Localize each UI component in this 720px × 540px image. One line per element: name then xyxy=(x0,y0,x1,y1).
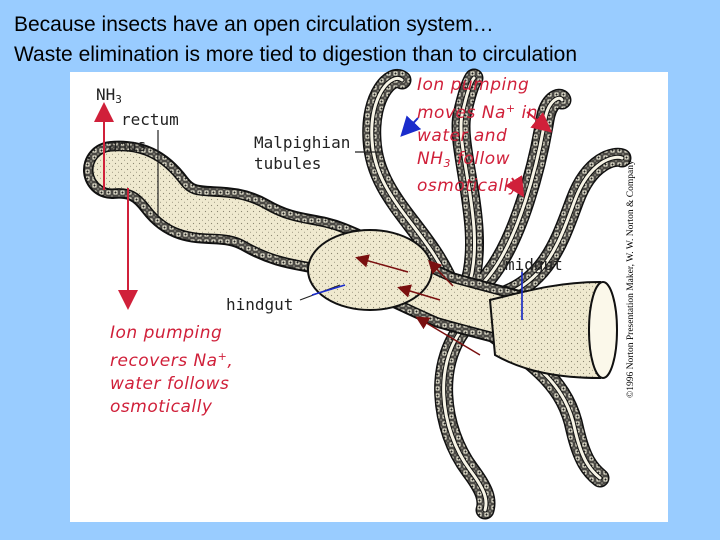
anus-label: anus xyxy=(108,136,147,155)
annotation-top-line-3: water and xyxy=(417,126,508,146)
annotation-bottom-line-3: water follows xyxy=(110,374,230,394)
annotation-top-line-5: osmotically xyxy=(417,176,520,196)
annotation-bottom-line-4: osmotically xyxy=(110,397,213,417)
title-line-1: Because insects have an open circulation… xyxy=(14,13,494,36)
rectum-label: rectum xyxy=(121,110,179,129)
slide-title: Because insects have an open circulation… xyxy=(14,10,714,70)
flow-arrows xyxy=(355,254,481,356)
copyright-notice: ©1996 Norton Presentation Maker, W. W. N… xyxy=(626,160,636,398)
hindgut-label: hindgut xyxy=(226,295,294,314)
blue-leaders xyxy=(311,272,523,320)
speck xyxy=(87,156,91,160)
blue-arrow xyxy=(400,115,422,137)
annotation-bottom-line-2: recovers Na+, xyxy=(110,350,234,371)
midgut-label: midgut xyxy=(505,255,563,274)
annotation-top-line-1: Ion pumping xyxy=(417,75,530,95)
annotation-top-line-4: NH3 follow xyxy=(417,149,511,170)
title-line-2: Waste elimination is more tied to digest… xyxy=(14,43,578,66)
annotation-ion-pumping-in: Ion pumping moves Na+ in, water and NH3 … xyxy=(417,74,544,198)
hindgut-tube xyxy=(83,140,589,359)
annotation-top-line-2: moves Na+ in, xyxy=(417,102,544,123)
annotation-ion-pumping-recovers: Ion pumping recovers Na+, water follows … xyxy=(110,322,233,419)
red-arrows xyxy=(94,102,553,310)
annotation-bottom-line-1: Ion pumping xyxy=(110,323,223,343)
hindgut-bulge xyxy=(307,229,433,311)
malpighian-label-1: Malpighian xyxy=(254,133,351,152)
midgut-cylinder xyxy=(488,280,618,380)
malpighian-label-2: tubules xyxy=(254,154,322,173)
nh3-label: NH3 xyxy=(96,85,122,107)
